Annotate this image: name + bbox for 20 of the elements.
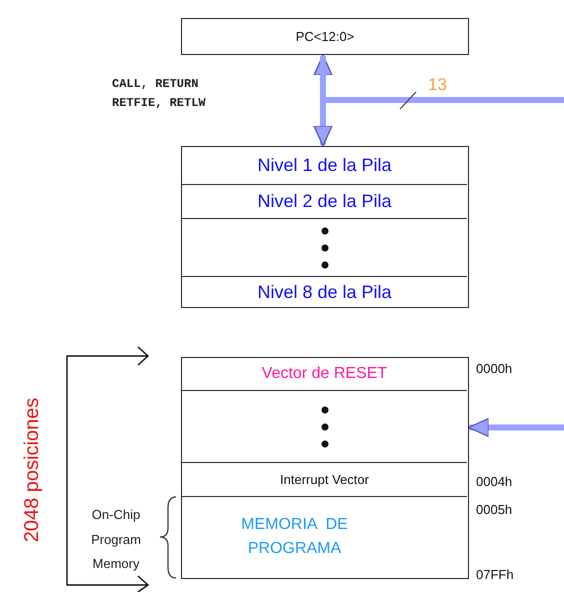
cell-label: Interrupt Vector [280, 472, 369, 487]
bus-width-label: 13 [428, 75, 447, 95]
address-label: 07FFh [476, 567, 514, 582]
cell-label: Nivel 8 de la Pila [257, 282, 392, 302]
address-label: 0000h [476, 361, 512, 376]
address-label: 0004h [476, 474, 512, 489]
cell-label: Nivel 2 de la Pila [257, 191, 392, 212]
register-label: PC<12:0> [296, 29, 354, 44]
instruction-note: CALL, RETURN RETFIE, RETLW [112, 76, 207, 112]
cell-label: Vector de RESET [262, 365, 388, 383]
memory-note: On-Chip Program Memory [90, 506, 142, 574]
memory-block [181, 146, 469, 308]
register-box [181, 18, 469, 55]
bus-arrow [313, 54, 333, 147]
cell-label: Nivel 1 de la Pila [257, 155, 392, 176]
vertical-dimension-label: 2048 posiciones [20, 396, 44, 544]
address-label: 0005h [476, 502, 512, 517]
bus-arrow [468, 418, 564, 438]
memory-region-label: MEMORIA DE PROGRAMA [240, 515, 349, 559]
memory-block [181, 357, 469, 579]
